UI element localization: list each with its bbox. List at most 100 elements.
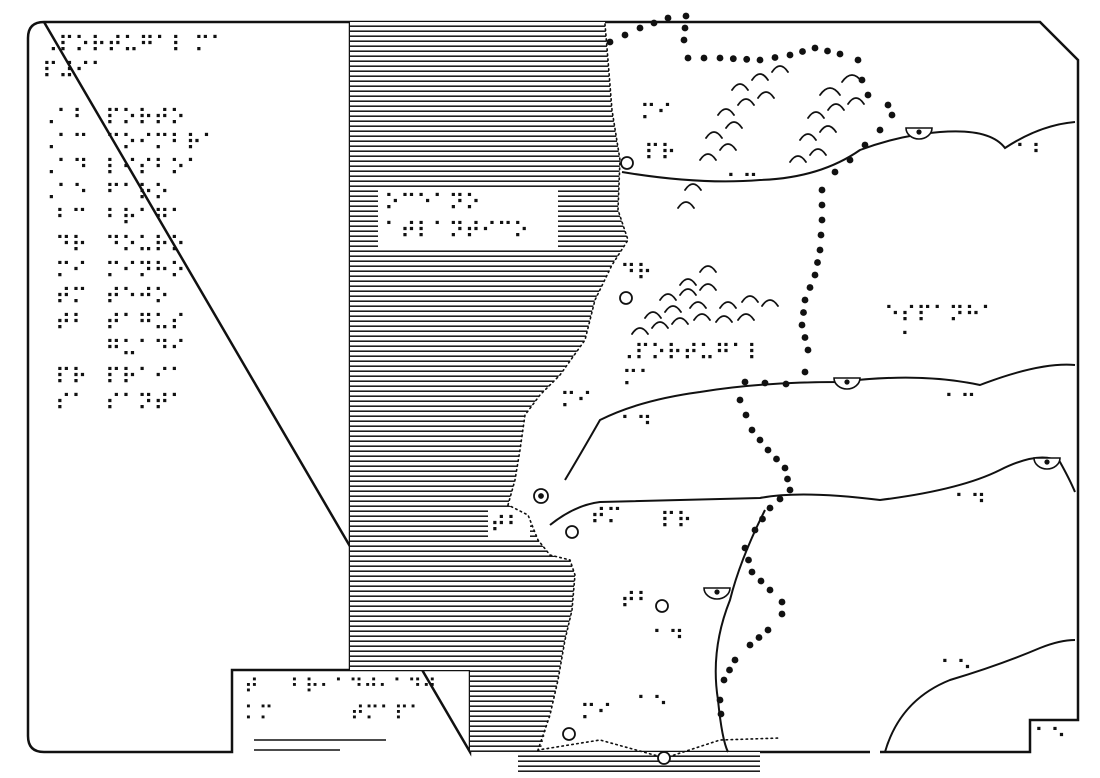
river-douro xyxy=(564,363,1076,481)
label-ab: ⠁⠃ xyxy=(1015,141,1047,166)
legend-title-line2: ⠏⠼⠊⠁ xyxy=(42,59,106,84)
border-dot xyxy=(854,56,862,64)
border-dot xyxy=(759,515,766,523)
label-ac-north: ⠁⠉ xyxy=(726,171,758,196)
river-tejo xyxy=(549,456,1076,526)
border-dot xyxy=(742,411,750,419)
border-dot xyxy=(720,676,728,684)
border-dot xyxy=(741,544,749,552)
legend-key: ⠞⠃ xyxy=(55,311,87,336)
legend-label: ⠎⠁⠝⠞⠁ xyxy=(105,391,186,416)
label-ae-east: ⠁⠑ xyxy=(636,693,668,718)
scale-line1-left: ⠞ xyxy=(244,674,259,698)
border-dot xyxy=(801,296,809,304)
spain-label: ⠑⠎⠏⠁⠝⠓⠁ xyxy=(884,303,997,328)
label-pr-north: ⠏⠗ xyxy=(644,141,676,166)
legend-title-line1: ⠠⠏⠕⠗⠞⠥⠛⠁⠇ ⠍⠁ xyxy=(42,33,226,58)
border-dot xyxy=(757,577,765,585)
legend-key: ⠞⠍ xyxy=(55,285,87,310)
border-dot xyxy=(864,91,872,99)
label-tm: ⠞⠍ xyxy=(590,505,622,530)
legend-key: ⠏⠗ xyxy=(55,365,87,390)
river-guadalquivir xyxy=(884,639,1076,753)
border-dot xyxy=(818,216,826,224)
scale-line2-left: ⠅⠍ xyxy=(244,701,273,725)
border-dot xyxy=(836,50,844,58)
legend-label: ⠙⠕⠥⠗⠕ xyxy=(105,233,186,258)
label-mi-mid: ⠍⠊ xyxy=(560,389,592,414)
label-ad-east: ⠁⠙ xyxy=(954,491,986,516)
border-dot xyxy=(782,380,790,388)
border-dot xyxy=(621,31,629,39)
tagus-label-box xyxy=(488,508,530,540)
border-dot xyxy=(786,51,794,59)
ocean-label-line2: ⠁⠞⠇⠁⠝⠞⠊⠉⠕ xyxy=(384,219,529,244)
legend-label: ⠞⠑⠚⠕ xyxy=(105,285,169,310)
border-dot xyxy=(729,55,737,63)
border-dot xyxy=(731,656,739,664)
legend: ⠠⠏⠕⠗⠞⠥⠛⠁⠇ ⠍⠁ ⠏⠼⠊⠁ ⠠⠁⠃ ⠏⠕⠗⠞⠕ ⠠⠁⠉ ⠉⠕⠊⠍⠃⠗⠁ … xyxy=(40,33,226,416)
spain-label-tail: ⠁ xyxy=(900,329,916,354)
legend-key: ⠃⠉ xyxy=(55,206,87,231)
label-ae-southeast: ⠁⠑ xyxy=(940,657,972,682)
legend-label: ⠋⠁⠗⠕ xyxy=(105,181,169,206)
label-mi-north: ⠍⠊ xyxy=(640,101,672,126)
border-dot xyxy=(764,626,772,634)
border-dot xyxy=(814,259,821,266)
border-dot xyxy=(811,44,819,52)
border-dot xyxy=(756,56,764,64)
border-dot xyxy=(773,455,780,463)
atlantic-ocean-area xyxy=(350,22,628,752)
border-dot xyxy=(746,641,754,649)
legend-label: ⠇⠊⠎⠃⠕⠁ xyxy=(105,156,202,181)
border-dot xyxy=(700,54,708,62)
border-dot xyxy=(831,168,839,176)
border-dot xyxy=(799,48,806,55)
border-dot xyxy=(751,526,759,534)
border-dot xyxy=(717,710,725,718)
legend-key: ⠙⠗ xyxy=(55,233,87,258)
border-dot xyxy=(684,54,692,62)
ocean-label-box xyxy=(378,188,558,250)
country-label-line2: ⠍⠁ xyxy=(622,367,654,392)
border-dot xyxy=(798,321,806,329)
border-dot xyxy=(801,368,809,376)
border-dot xyxy=(817,231,825,239)
border-dot xyxy=(858,76,866,84)
label-ae-corner: ⠁⠑ xyxy=(1034,725,1066,750)
border-dot xyxy=(861,141,869,149)
border-dot xyxy=(776,495,784,503)
border-dot xyxy=(680,36,688,44)
border-dot xyxy=(636,24,644,32)
border-dot xyxy=(806,284,814,291)
label-mi-south: ⠍⠊ xyxy=(580,701,612,726)
border-dot xyxy=(816,246,824,254)
border-dot xyxy=(801,334,809,341)
border-dot xyxy=(664,14,672,22)
border-dot xyxy=(741,378,749,386)
border-dot xyxy=(748,568,756,576)
border-dot xyxy=(716,54,724,62)
city-markers xyxy=(533,156,671,765)
border-dot xyxy=(756,436,764,444)
border-dot xyxy=(748,426,756,434)
legend-key: ⠠⠁⠑ xyxy=(40,181,88,206)
river-minho xyxy=(621,121,1076,183)
border-dot xyxy=(876,126,884,134)
border-dot xyxy=(784,475,791,483)
legend-label: ⠏⠕⠗⠞⠕ xyxy=(105,106,186,131)
scale-line2-right: ⠞⠍⠁⠏⠁ xyxy=(350,701,423,725)
border-dot xyxy=(781,464,789,472)
country-label-line1: ⠠⠏⠕⠗⠞⠥⠛⠁⠇ xyxy=(618,341,763,366)
border-dot xyxy=(606,38,614,46)
label-ac-east: ⠁⠉ xyxy=(944,391,976,416)
scale: ⠞ ⠃⠗⠂⠁⠙⠚⠂⠁⠙⠚ ⠅⠍ ⠞⠍⠁⠏⠁ xyxy=(244,674,436,725)
border-dot xyxy=(743,55,751,63)
border-dot xyxy=(884,101,892,109)
ocean-label-line1: ⠕⠉⠑⠁⠝⠕ xyxy=(384,191,481,216)
border-dot xyxy=(755,634,763,641)
border-dot xyxy=(745,556,752,564)
border-dot xyxy=(888,111,896,119)
border-dot xyxy=(778,598,786,606)
coastline xyxy=(507,23,781,759)
